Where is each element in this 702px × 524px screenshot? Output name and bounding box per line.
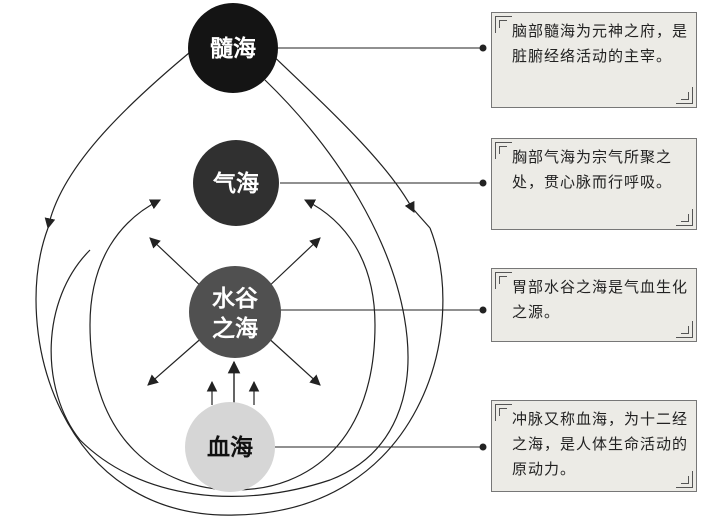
note-qihai: 胸部气海为宗气所聚之处，贯心脉而行呼吸。 [491,138,697,230]
note-shuigu-text: 胃部水谷之海是气血生化之源。 [512,278,689,321]
note-corner-ornament [495,16,512,33]
arrow-up-left [149,237,206,291]
note-suihai-text: 脑部髓海为元神之府，是脏腑经络活动的主宰。 [512,22,689,65]
middle-loop-left [89,199,161,326]
note-corner-ornament [676,87,693,104]
outer-loop-right-descent [264,47,415,213]
outer-loop-arc [35,227,444,516]
connector-dot-suihai [479,44,487,52]
note-xuehai: 冲脉又称血海，为十二经之海，是人体生命活动的原动力。 [491,400,697,492]
note-corner-ornament [676,209,693,226]
connector-dot-shuigu [479,306,487,314]
note-qihai-text: 胸部气海为宗气所聚之处，贯心脉而行呼吸。 [512,148,673,191]
label-shuigu-line1: 水谷 [212,285,259,312]
connector-dot-qihai [479,179,487,187]
note-corner-ornament [495,142,512,159]
label-xuehai: 血海 [207,434,253,461]
note-corner-ornament [495,272,512,289]
note-corner-ornament [676,321,693,338]
arrow-down-right [264,334,321,386]
connector-dot-xuehai [479,443,487,451]
circle-qihai [193,140,279,226]
outer-loop-left [44,47,196,230]
circle-xuehai [185,402,275,492]
inner-loop-arc [50,79,409,497]
note-shuigu: 胃部水谷之海是气血生化之源。 [491,268,697,342]
arrow-up-right [264,237,321,291]
circle-suihai [188,3,278,93]
outer-loop-right [413,209,431,229]
circle-shuigu [189,266,281,358]
note-suihai: 脑部髓海为元神之府，是脏腑经络活动的主宰。 [491,12,697,108]
arrow-down-left [147,334,206,386]
note-corner-ornament [495,404,512,421]
middle-loop-right [304,199,376,326]
label-suihai: 髓海 [210,35,256,62]
label-shuigu-line2: 之海 [212,315,258,342]
label-qihai: 气海 [212,170,259,197]
note-corner-ornament [676,471,693,488]
note-xuehai-text: 冲脉又称血海，为十二经之海，是人体生命活动的原动力。 [512,410,689,478]
